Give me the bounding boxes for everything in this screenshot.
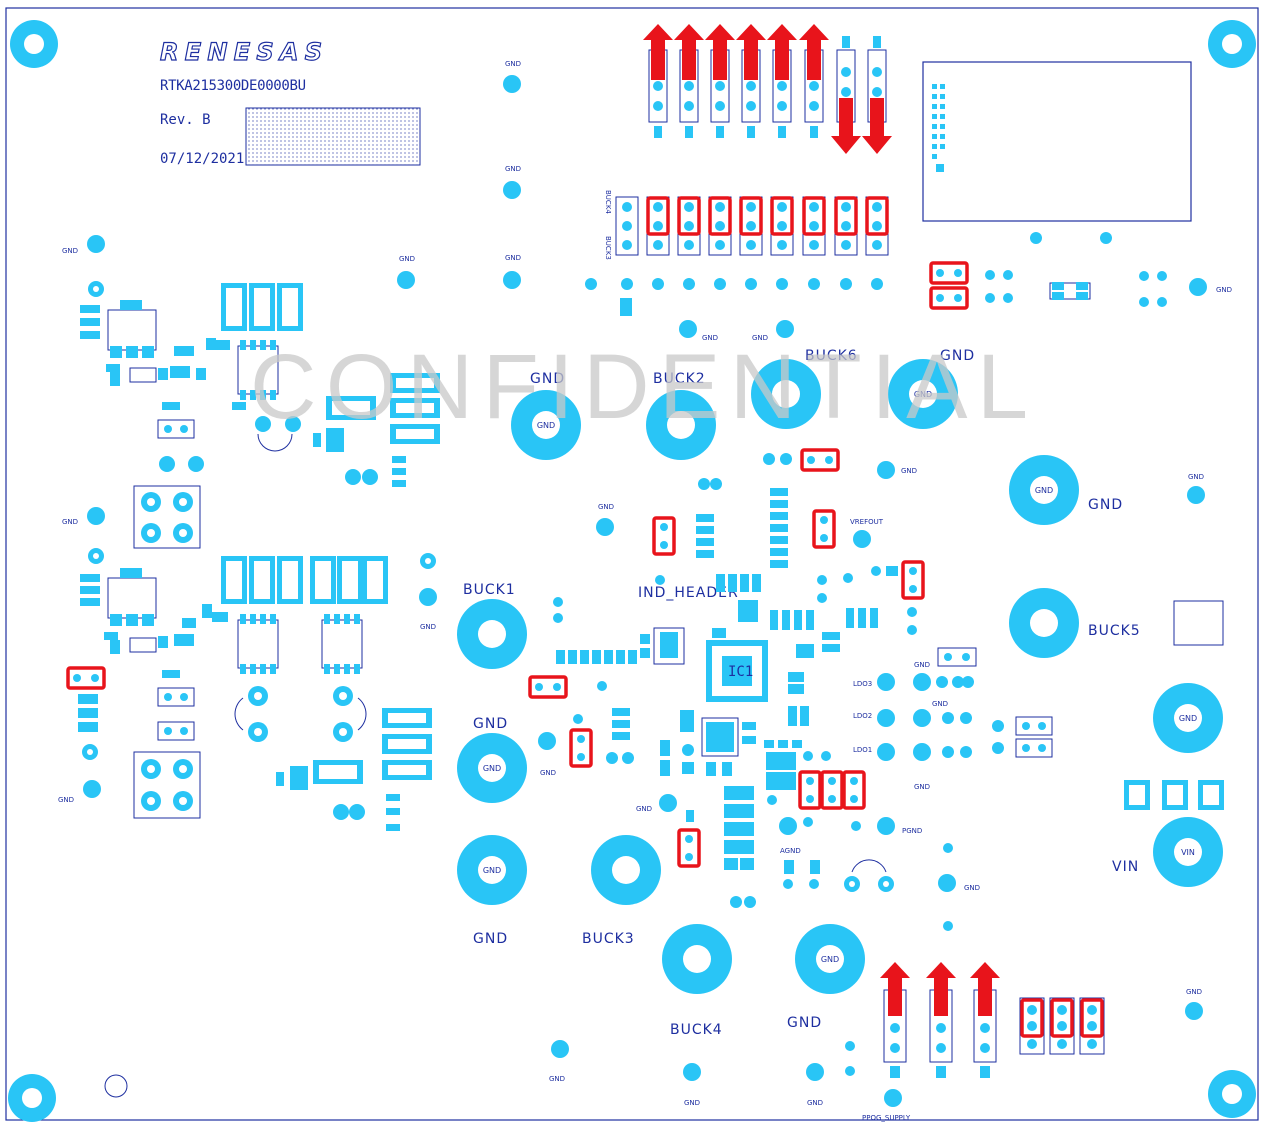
connector-outline [922,61,1192,222]
jumper-highlight-pads [73,269,962,861]
svg-text:GND: GND [1179,714,1197,723]
svg-text:GND: GND [473,931,508,947]
central-pmic [553,453,1053,1076]
svg-text:VREFOUT: VREFOUT [850,518,884,526]
svg-text:BUCK5: BUCK5 [1088,623,1141,639]
svg-text:GND: GND [1186,988,1202,996]
arrow-down-1 [831,98,861,154]
arrow-up-5 [767,24,797,80]
svg-text:VIN: VIN [1181,848,1195,857]
svg-text:GND: GND [62,518,78,526]
svg-text:GND: GND [940,348,975,364]
part-number: RTKA215300DE0000BU [160,78,306,94]
power-terminals [457,359,1223,994]
svg-text:GND: GND [684,1099,700,1107]
test-point-labels: GND GND GND GND GND GND GND GND GND GND … [58,60,1232,1122]
svg-text:GND: GND [540,769,556,777]
svg-text:GND: GND [483,866,501,875]
arrow-up-1 [643,24,673,80]
renesas-logo: RENESAS [160,38,322,66]
arrow-up-6 [799,24,829,80]
svg-text:BUCK6: BUCK6 [805,348,858,364]
terminal-pad-text: GND GND GND GND GND GND GND VIN [483,390,1197,964]
terminal-labels: GND BUCK2 BUCK6 GND GND BUCK5 BUCK1 GND … [463,348,1141,1038]
svg-text:BUCK2: BUCK2 [653,371,706,387]
silkscreen-arcs [234,433,887,873]
aux-component-outline [1173,600,1224,646]
svg-text:LDO3: LDO3 [853,680,872,688]
right-top-components [985,270,1224,810]
svg-text:GND: GND [473,716,508,732]
svg-text:GND: GND [62,247,78,255]
top-jumper-headers [615,196,889,256]
connector-pins [932,84,945,172]
arrow-down-2 [862,98,892,154]
svg-text:GND: GND [399,255,415,263]
svg-text:LDO2: LDO2 [853,712,872,720]
svg-text:GND: GND [752,334,768,342]
date-label: 07/12/2021 [160,151,244,167]
svg-text:GND: GND [58,796,74,804]
board-outline [5,7,1259,1121]
arrow-up-4 [736,24,766,80]
svg-text:VIN: VIN [1112,859,1139,875]
jumper-highlights [66,196,1104,1038]
svg-text:GND: GND [636,805,652,813]
svg-text:GND: GND [549,1075,565,1083]
svg-text:GND: GND [598,503,614,511]
confidential-watermark: CONFIDENTIAL [250,336,1030,438]
svg-text:LDO1: LDO1 [853,746,872,754]
svg-text:GND: GND [914,783,930,791]
svg-text:BUCK3: BUCK3 [582,931,635,947]
arrow-up-2 [674,24,704,80]
arrow-up-9 [970,962,1000,1016]
svg-text:PGND: PGND [902,827,922,835]
svg-text:IND_HEADER: IND_HEADER [638,585,739,601]
buck3-header-label: BUCK3 [604,236,612,260]
serial-label-box [245,107,421,166]
svg-text:PPOG_SUPPLY: PPOG_SUPPLY [862,1114,911,1122]
svg-text:GND: GND [901,467,917,475]
svg-text:BUCK1: BUCK1 [463,582,516,598]
mounting-holes [8,20,1256,1122]
left-regulator-lower [78,548,436,831]
svg-text:GND: GND [530,371,565,387]
gnd-test-points [83,75,1207,1107]
svg-text:GND: GND [1216,286,1232,294]
revision-label: Rev. B [160,112,211,128]
svg-text:GND: GND [505,60,521,68]
red-arrows [643,24,1000,1016]
svg-text:GND: GND [1088,497,1123,513]
svg-text:GND: GND [537,421,555,430]
svg-text:GND: GND [914,661,930,669]
ic-label: IC1 [728,664,753,680]
arrow-up-8 [926,962,956,1016]
svg-text:GND: GND [483,764,501,773]
svg-text:GND: GND [702,334,718,342]
arrow-up-3 [705,24,735,80]
svg-text:GND: GND [807,1099,823,1107]
pb-free-logo [104,1074,128,1098]
left-regulator-upper [80,281,440,549]
svg-text:BUCK4: BUCK4 [670,1022,723,1038]
svg-text:GND: GND [932,700,948,708]
svg-text:AGND: AGND [780,847,801,855]
svg-text:GND: GND [821,955,839,964]
svg-text:GND: GND [787,1015,822,1031]
svg-text:GND: GND [505,254,521,262]
via-row [585,278,883,316]
arrow-up-7 [880,962,910,1016]
svg-text:GND: GND [914,390,932,399]
svg-text:GND: GND [420,623,436,631]
svg-text:GND: GND [964,884,980,892]
svg-text:GND: GND [1035,486,1053,495]
svg-text:GND: GND [1188,473,1204,481]
svg-text:GND: GND [505,165,521,173]
buck4-header-label: BUCK4 [604,190,612,214]
